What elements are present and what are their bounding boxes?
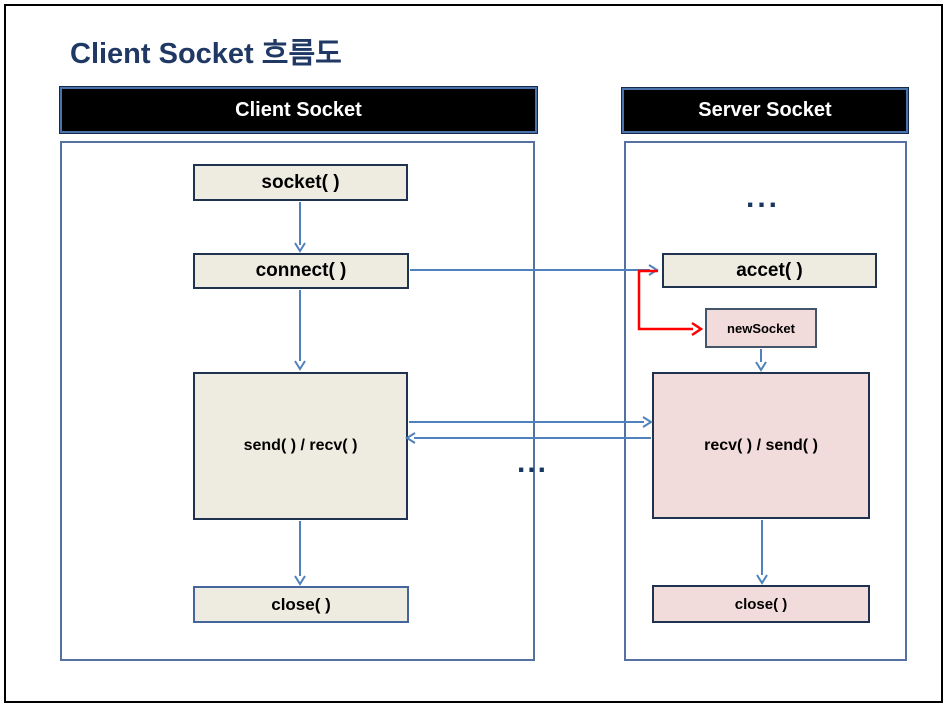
node-connect-label: connect( ) (255, 260, 347, 281)
middle-ellipsis: ... (517, 446, 549, 479)
page-title: Client Socket 흐름도 (70, 38, 342, 70)
page-frame (4, 4, 943, 703)
client-panel (60, 141, 535, 661)
node-send-recv-label: send( ) / recv( ) (243, 437, 358, 454)
node-recv-send-label: recv( ) / send( ) (704, 436, 818, 454)
node-send-recv: send( ) / recv( ) (193, 372, 408, 520)
node-close-server: close( ) (652, 585, 870, 623)
node-close-client: close( ) (193, 586, 409, 623)
node-new-socket-label: newSocket (727, 320, 795, 336)
node-close-client-label: close( ) (271, 594, 331, 614)
server-top-ellipsis: ... (746, 181, 781, 214)
node-accept-label: accet( ) (736, 259, 803, 281)
node-socket: socket( ) (193, 164, 408, 201)
node-recv-send: recv( ) / send( ) (652, 372, 870, 519)
client-panel-header: Client Socket (60, 87, 537, 133)
node-connect: connect( ) (193, 253, 409, 289)
node-accept: accet( ) (662, 253, 877, 288)
node-socket-label: socket( ) (261, 171, 340, 193)
node-new-socket: newSocket (705, 308, 817, 348)
client-panel-title: Client Socket (235, 98, 362, 121)
server-panel-header: Server Socket (622, 88, 908, 133)
server-panel-title: Server Socket (698, 99, 832, 121)
node-close-server-label: close( ) (734, 595, 788, 613)
